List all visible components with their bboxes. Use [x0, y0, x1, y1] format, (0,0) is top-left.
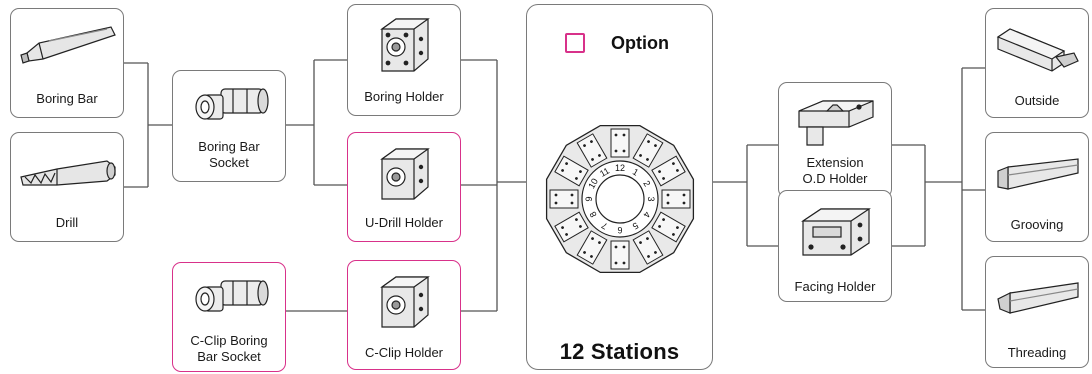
turret-station [610, 240, 630, 270]
holder-block-icon [380, 148, 430, 200]
card-boring-holder[interactable]: Boring Holder [347, 4, 461, 116]
turret-station-number: 10 [586, 177, 600, 191]
card-udrill-holder[interactable]: U-Drill Holder [347, 132, 461, 242]
extension-holder-icon [798, 100, 874, 146]
turret-station-number: 6 [617, 225, 622, 235]
turret-station-number: 1 [631, 167, 640, 178]
card-facing-holder[interactable]: Facing Holder [778, 190, 892, 302]
turret-station [554, 155, 589, 187]
card-label: Boring Bar Socket [198, 139, 260, 170]
turret-title: 12 Stations [559, 339, 680, 364]
drill-icon [20, 160, 116, 186]
outside-tool-icon [996, 28, 1079, 72]
card-outside[interactable]: Outside [985, 8, 1089, 118]
turret-station [576, 133, 608, 168]
card-label: C-Clip Boring Bar Socket [190, 333, 268, 364]
turret-station [610, 128, 630, 158]
turret-station [651, 155, 686, 187]
card-label: Outside [1014, 93, 1060, 108]
card-label: Extension O.D Holder [802, 155, 868, 186]
turret-station-number: 2 [641, 179, 652, 188]
turret-station [651, 211, 686, 243]
card-label: Drill [55, 215, 79, 230]
facing-holder-icon [801, 208, 871, 256]
turret-station [632, 133, 664, 168]
card-boring-bar-socket[interactable]: Boring Bar Socket [172, 70, 286, 182]
turret-station-number: 4 [641, 210, 652, 219]
card-label: Threading [1007, 345, 1067, 360]
card-drill[interactable]: Drill [10, 132, 124, 242]
boring-bar-icon [20, 26, 116, 64]
turret-station [632, 230, 664, 265]
turret-station-number: 12 [615, 163, 625, 173]
socket-icon [195, 88, 269, 120]
turret-station [549, 189, 579, 209]
turret-station [661, 189, 691, 209]
card-label: C-Clip Holder [364, 345, 444, 360]
turret-station-number: 3 [646, 196, 656, 201]
holder-block-icon [380, 18, 430, 72]
card-extension-od-holder[interactable]: Extension O.D Holder [778, 82, 892, 198]
holder-block-icon [380, 276, 430, 328]
turret-station-number: 9 [584, 196, 594, 201]
turret-hub [595, 174, 645, 224]
card-cclip-holder[interactable]: C-Clip Holder [347, 260, 461, 370]
turret-station-number: 5 [631, 220, 640, 231]
card-grooving[interactable]: Grooving [985, 132, 1089, 242]
card-threading[interactable]: Threading [985, 256, 1089, 368]
turret-station [576, 230, 608, 265]
card-label: U-Drill Holder [364, 215, 443, 230]
turret-station-number: 7 [600, 220, 609, 231]
turret-station-number: 11 [598, 166, 611, 179]
turret-station [554, 211, 589, 243]
card-boring-bar[interactable]: Boring Bar [10, 8, 124, 118]
turret-station-number: 8 [588, 210, 599, 219]
card-label: Grooving [1010, 217, 1064, 232]
grooving-tool-icon [997, 158, 1079, 190]
card-label: Facing Holder [794, 279, 876, 294]
socket-icon [195, 280, 269, 312]
card-cclip-boring-bar-socket[interactable]: C-Clip Boring Bar Socket [172, 262, 286, 372]
option-legend-swatch [565, 33, 585, 53]
card-label: Boring Bar [36, 91, 98, 106]
option-legend-label: Option [611, 33, 669, 53]
card-label: Boring Holder [364, 89, 444, 104]
threading-tool-icon [997, 282, 1079, 314]
